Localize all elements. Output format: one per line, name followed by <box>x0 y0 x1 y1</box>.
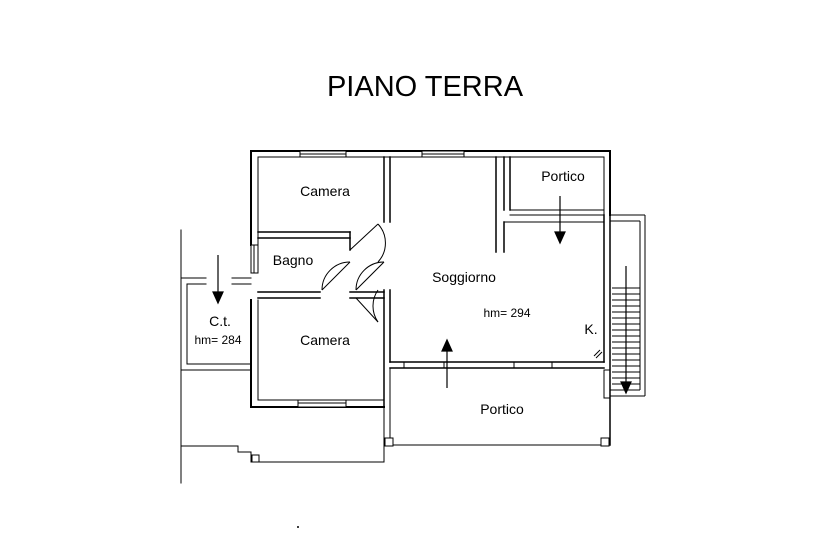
ct-room-outline <box>180 229 385 484</box>
room-label-ct: C.t. <box>209 313 231 329</box>
internal-walls <box>257 156 611 446</box>
portico-bottom-outline <box>383 367 611 447</box>
room-label-camera-bottom: Camera <box>300 332 350 348</box>
corner-marks <box>593 349 603 359</box>
plan-title: PIANO TERRA <box>327 71 524 103</box>
room-label-soggiorno: Soggiorno <box>432 269 496 285</box>
windows <box>250 150 611 408</box>
height-ct: hm= 284 <box>194 333 241 347</box>
height-soggiorno: hm= 294 <box>483 306 530 320</box>
doors <box>321 223 386 323</box>
room-label-camera-top: Camera <box>300 183 350 199</box>
stairs <box>610 214 646 397</box>
arrows <box>212 196 632 395</box>
room-label-portico-top: Portico <box>541 168 585 184</box>
room-label-kitchen: K. <box>584 321 597 337</box>
room-label-bagno: Bagno <box>273 252 314 268</box>
stray-dot <box>297 526 299 528</box>
room-label-portico-bottom: Portico <box>480 401 524 417</box>
